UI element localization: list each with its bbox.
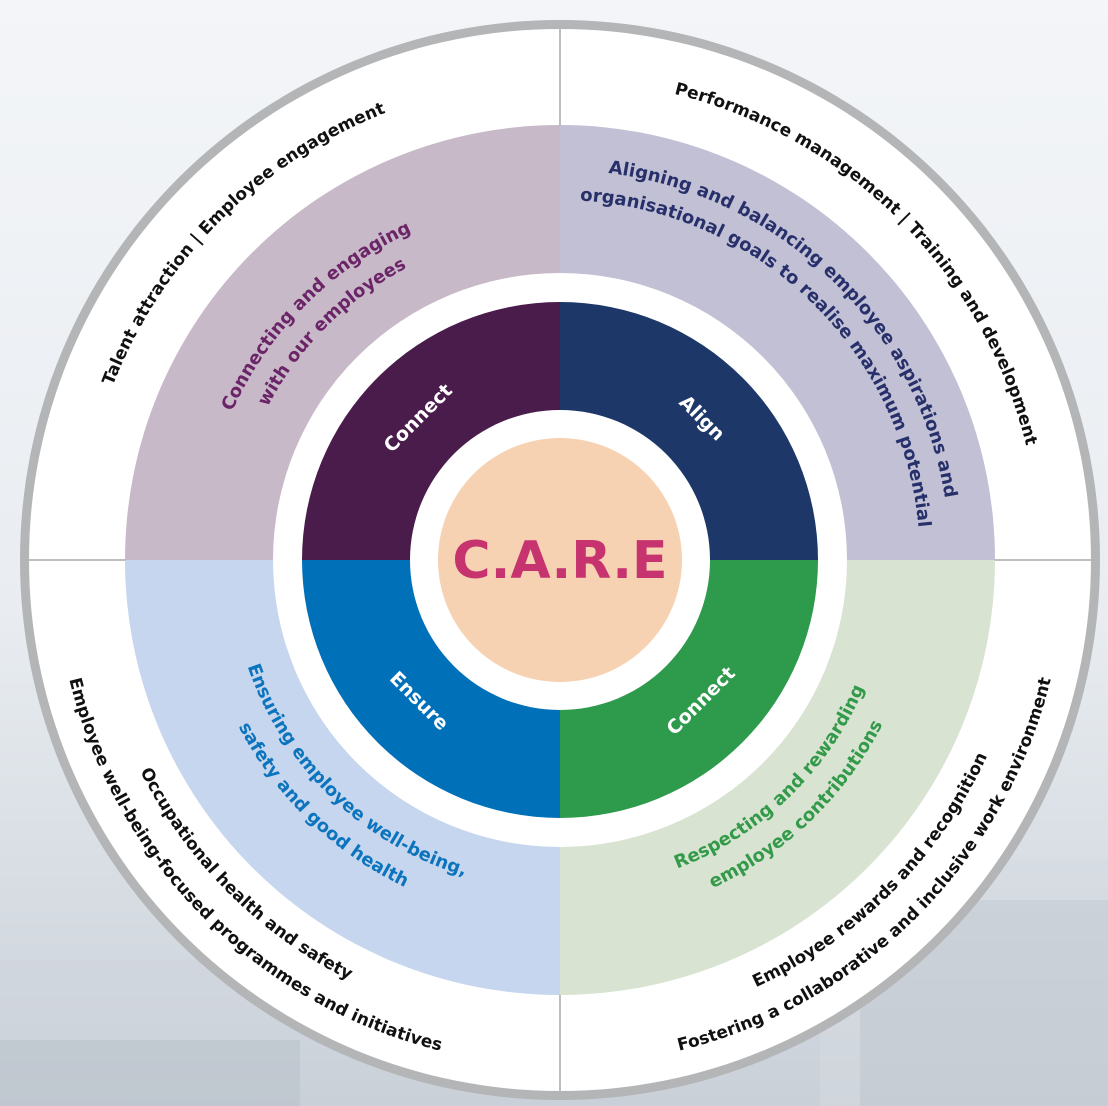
center-title: C.A.R.E: [452, 531, 667, 591]
center-circle: [438, 438, 682, 682]
